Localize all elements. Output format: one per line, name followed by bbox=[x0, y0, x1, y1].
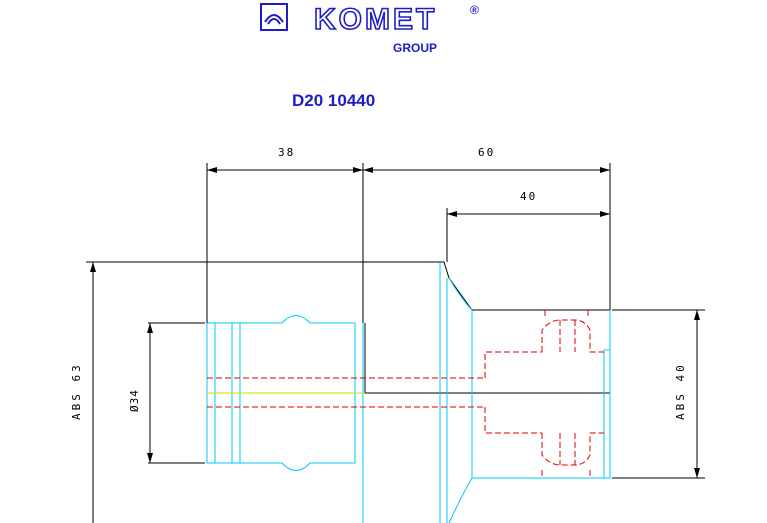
part-number: D20 10440 bbox=[292, 91, 375, 110]
dimension-lines bbox=[90, 163, 705, 523]
dim-label-40: 40 bbox=[520, 190, 537, 203]
hidden-lines bbox=[207, 310, 604, 478]
dim-label-60: 60 bbox=[478, 146, 495, 159]
dim-label-abs40: ABS 40 bbox=[674, 362, 687, 420]
registered-mark: ® bbox=[470, 3, 479, 17]
group-label: GROUP bbox=[393, 41, 437, 55]
tool-body bbox=[206, 262, 611, 523]
dimension-labels: 38 60 40 ABS 63 Ø34 ABS 40 bbox=[70, 146, 687, 420]
dim-label-abs63: ABS 63 bbox=[70, 362, 83, 420]
brand-name: KOMET bbox=[314, 3, 437, 36]
komet-logo: KOMET ® GROUP bbox=[260, 2, 479, 55]
dim-label-38: 38 bbox=[278, 146, 295, 159]
komet-arc-logo-icon bbox=[260, 3, 288, 31]
dim-label-dia34: Ø34 bbox=[128, 389, 141, 412]
